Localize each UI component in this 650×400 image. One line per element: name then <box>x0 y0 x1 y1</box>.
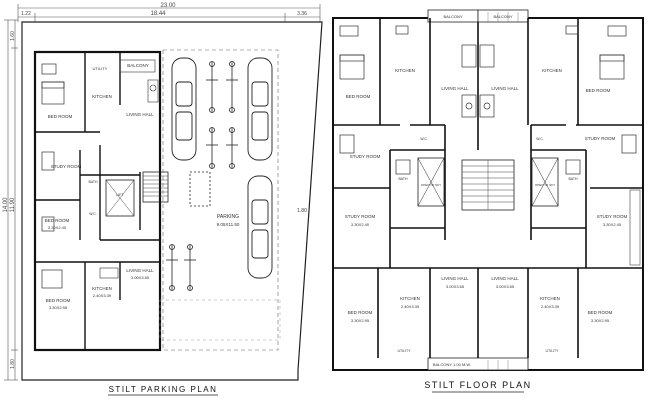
bike-icon <box>206 127 218 169</box>
dim-right-margin: 3.36 <box>297 11 307 17</box>
label-kitchen-bl-size: 2.40X3.39 <box>401 304 420 309</box>
label-wc-left: W.C. <box>420 137 428 141</box>
car-icon <box>247 175 273 279</box>
dim-inner-height: 11.90 <box>10 197 16 212</box>
label-study-room-left-top: STUDY ROOM <box>350 154 381 159</box>
label-study-room-right-size: 3.30X2.40 <box>603 222 622 227</box>
label-bed-room-bottom-size: 3.30X2.95 <box>49 305 68 310</box>
label-lift: LIFT <box>116 193 124 197</box>
label-shaft-right: OPEN TO SKY <box>535 183 555 187</box>
label-living-hall-br: LIVING HALL <box>491 276 519 281</box>
label-kitchen-br: KITCHEN <box>540 296 560 301</box>
label-study-room-right-top: STUDY ROOM <box>585 136 616 141</box>
bike-icon <box>166 244 178 291</box>
label-utility: UTILITY <box>93 66 108 71</box>
label-kitchen-bl: KITCHEN <box>400 296 420 301</box>
label-utility-left: UTILITY <box>397 349 411 353</box>
label-shaft-left: OPEN TO SKY <box>421 183 441 187</box>
label-bed-room-br: BED ROOM <box>588 310 613 315</box>
label-study-room-left: STUDY ROOM <box>345 214 376 219</box>
label-parking: PARKING <box>217 214 239 220</box>
label-kitchen-top: KITCHEN <box>92 94 112 99</box>
label-kitchen-left: KITCHEN <box>395 68 415 73</box>
label-bed-room-bl-size: 3.30X2.95 <box>351 318 370 323</box>
label-utility-right: UTILITY <box>545 349 559 353</box>
label-balcony-top-right: BALCONY <box>493 14 512 19</box>
label-living-hall-left: LIVING HALL <box>441 86 469 91</box>
dim-total-width: 23.00 <box>160 3 176 9</box>
label-living-hall: LIVING HALL <box>126 268 154 273</box>
window-strip <box>629 189 641 266</box>
plot-boundary <box>21 21 323 381</box>
label-bed-room-br-size: 3.30X2.95 <box>591 318 610 323</box>
label-bed-room-top: BED ROOM <box>48 114 73 119</box>
plan-title-parking: STILT PARKING PLAN <box>109 385 218 394</box>
label-kitchen-br-size: 2.40X3.39 <box>541 304 560 309</box>
dim-right-side: 1.80 <box>297 208 307 214</box>
staircase <box>142 171 169 203</box>
label-living-hall-right: LIVING HALL <box>491 86 519 91</box>
label-study-room-right: STUDY ROOM <box>597 214 628 219</box>
dim-inner-width: 18.44 <box>150 11 166 17</box>
balcony-box <box>119 59 156 73</box>
bike-icon <box>206 61 218 113</box>
label-living-hall-br-size: 3.00X3.65 <box>496 284 515 289</box>
dim-left-margin: 1.22 <box>21 11 31 17</box>
label-wc-right: W.C. <box>536 137 544 141</box>
bed-furniture <box>41 63 65 289</box>
label-bed-room-bottom: BED ROOM <box>46 298 71 303</box>
dim-bottom-margin: 1.80 <box>10 359 16 369</box>
dim-total-height: 14.00 <box>3 197 9 213</box>
label-study-room: STUDY ROOM <box>51 164 82 169</box>
label-parking-size: 9.05X11.50 <box>217 222 240 227</box>
floor-walls <box>333 18 643 358</box>
label-bed-room-left: BED ROOM <box>346 94 371 99</box>
lift-shaft <box>105 179 135 217</box>
cars <box>171 57 273 279</box>
dimension-lines <box>4 4 321 381</box>
label-bath-right: BATH <box>568 177 578 181</box>
label-living-hall-top: LIVING HALL <box>126 112 154 117</box>
label-balcony: BALCONY <box>127 63 149 68</box>
car-icon <box>247 57 273 161</box>
label-living-hall-bl: LIVING HALL <box>441 276 469 281</box>
label-wc: W.C. <box>89 212 97 216</box>
floor-plan: BALCONY BALCONY KITCHEN KITCHEN LIVING H… <box>332 9 644 393</box>
label-balcony-bottom: BALCONY 1.00 M.W. <box>433 362 471 367</box>
parking-plan: BALCONY UTILITY BED ROOM KITCHEN LIVING … <box>21 21 323 396</box>
label-kitchen-right: KITCHEN <box>542 68 562 73</box>
label-bed-room-bl: BED ROOM <box>348 310 373 315</box>
bike-icon <box>184 244 196 291</box>
label-kitchen-size: 2.40X3.39 <box>93 293 112 298</box>
label-bed-room-right: BED ROOM <box>586 88 611 93</box>
central-staircase <box>461 159 515 211</box>
car-icon <box>171 57 197 161</box>
floor-furniture <box>339 25 637 175</box>
balcony-top-right <box>477 9 529 23</box>
shafts <box>417 157 559 207</box>
bike-icon <box>226 61 238 113</box>
bike-icon <box>226 127 238 169</box>
label-living-hall-bl-size: 3.00X3.65 <box>446 284 465 289</box>
plan-title-floor: STILT FLOOR PLAN <box>424 380 531 390</box>
building-outline <box>33 50 162 352</box>
label-study-room-left-size: 3.30X2.40 <box>351 222 370 227</box>
parking-area <box>162 49 279 351</box>
label-balcony-top: BALCONY <box>443 14 462 19</box>
label-kitchen: KITCHEN <box>92 286 112 291</box>
two-wheelers <box>166 61 238 291</box>
label-bath-left: BATH <box>398 177 408 181</box>
label-bath: BATH <box>88 180 98 184</box>
label-bed-room-mid: BED ROOM <box>45 218 70 223</box>
label-bed-room-mid-size: 3.30X2.40 <box>48 225 67 230</box>
dim-top-margin: 1.60 <box>10 31 16 41</box>
sofa-furniture <box>99 79 159 279</box>
label-living-hall-size: 3.00X3.65 <box>131 275 150 280</box>
